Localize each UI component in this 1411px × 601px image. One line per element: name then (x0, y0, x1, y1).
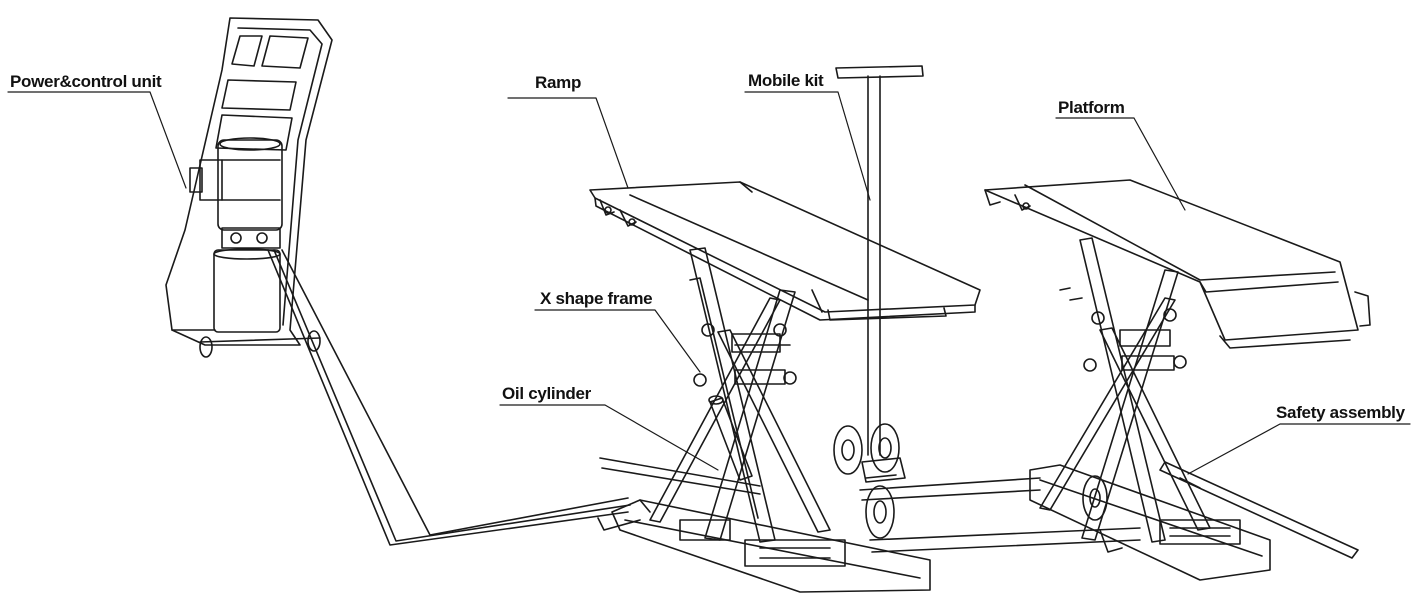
label-platform: Platform (1058, 98, 1125, 117)
label-mobile-kit: Mobile kit (748, 71, 824, 90)
safety-assembly (1159, 461, 1359, 559)
label-oil-cylinder: Oil cylinder (502, 384, 591, 403)
label-x-shape-frame: X shape frame (540, 289, 653, 308)
connecting-bars (599, 457, 1141, 553)
power-control-unit (165, 17, 333, 358)
leader-lines (7, 91, 1411, 475)
mobile-kit (833, 65, 924, 539)
right-lift-unit (984, 179, 1371, 581)
left-lift-unit (589, 181, 981, 593)
label-power-control-unit: Power&control unit (10, 72, 162, 91)
label-ramp: Ramp (535, 73, 582, 92)
hydraulic-hoses (267, 249, 631, 546)
label-safety-assembly: Safety assembly (1276, 403, 1405, 422)
